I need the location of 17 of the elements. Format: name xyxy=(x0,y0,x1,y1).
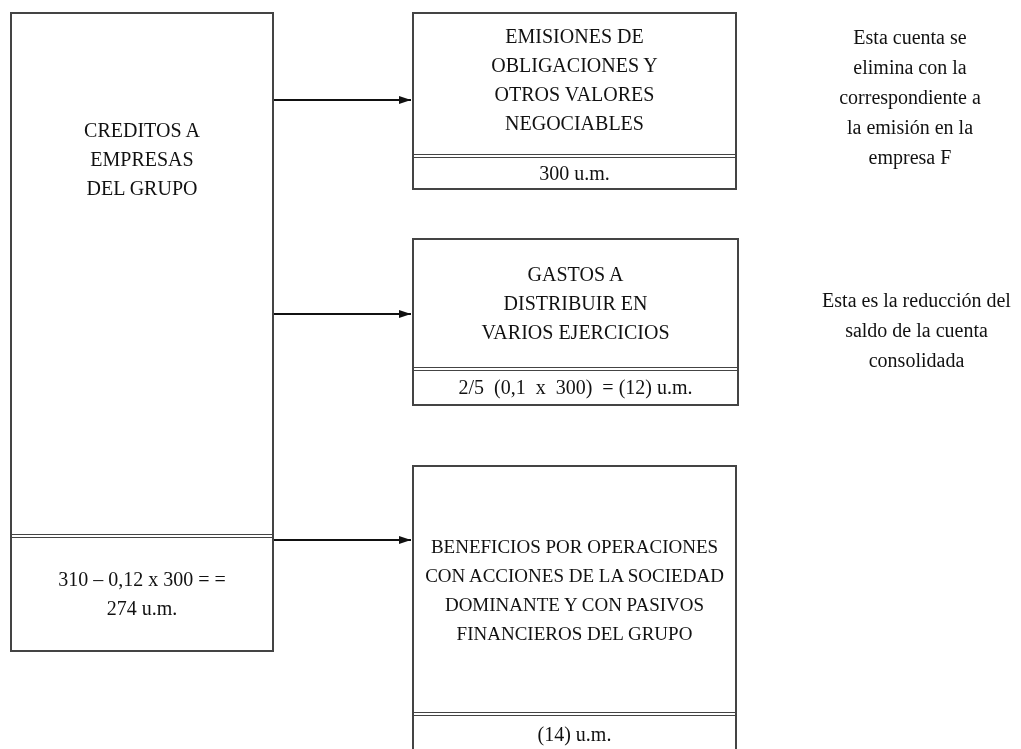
account-box xyxy=(412,238,739,406)
account-box xyxy=(412,465,737,749)
account-box xyxy=(10,12,274,652)
account-title: EMISIONES DE OBLIGACIONES Y OTROS VALORES NEGOCIABLES xyxy=(490,24,659,136)
arrow xyxy=(273,536,412,544)
account-title: BENEFICIOS POR OPERACIONES CON ACCIONES DE LA SOCIEDAD DOMINANTE Y CON PASIVOS FINANCIEROS DEL GRUPO xyxy=(424,534,725,646)
account-box xyxy=(412,12,737,190)
amount-text: 2/5 (0,1 x 300) = (12) u.m. xyxy=(414,367,737,404)
amount-text: (14) u.m. xyxy=(414,712,735,749)
note-text: Esta es la reducción del saldo de la cuenta consolidada xyxy=(821,288,1012,373)
account-title: CREDITOS A EMPRESAS DEL GRUPO xyxy=(83,117,201,201)
amount-text: 310 – 0,12 x 300 = = 274 u.m. xyxy=(12,534,272,650)
arrow xyxy=(273,310,412,318)
account-title: GASTOS A DISTRIBUIR EN VARIOS EJERCICIOS xyxy=(480,262,671,345)
note-text: Esta cuenta se elimina con la correspondiente a la emisión en la empresa F xyxy=(838,25,982,171)
amount-text: 300 u.m. xyxy=(414,154,735,188)
arrow xyxy=(273,96,412,104)
